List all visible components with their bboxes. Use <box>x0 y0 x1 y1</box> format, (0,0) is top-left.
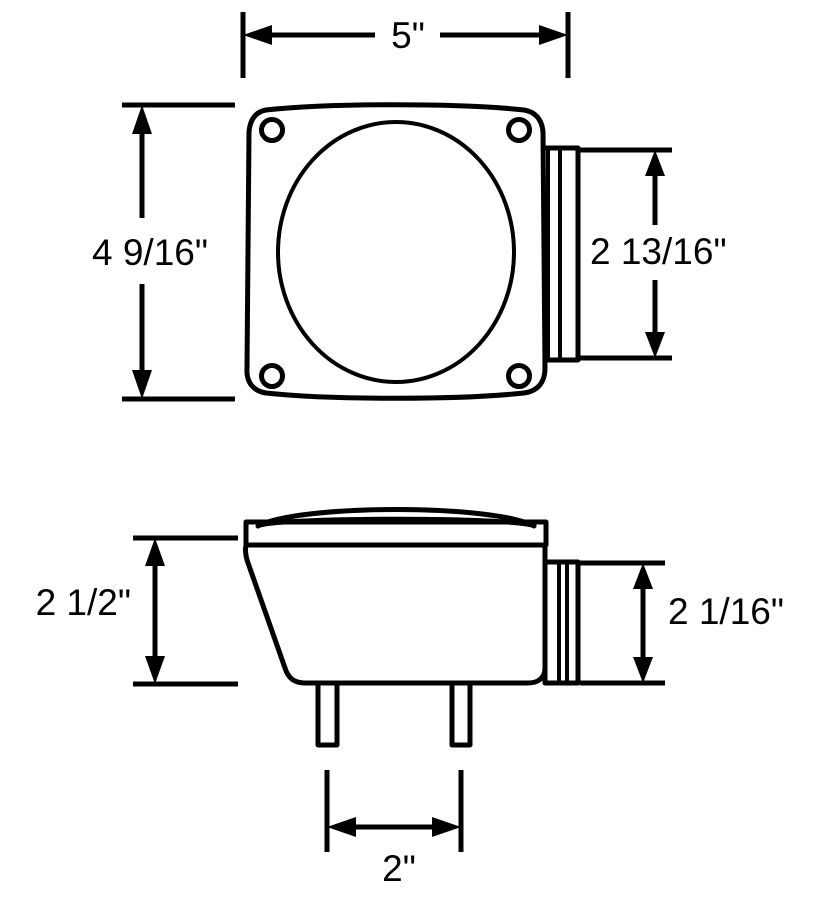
body-height-dim-label: 2 1/2" <box>36 582 131 623</box>
dimension-width: 5" <box>240 12 571 78</box>
mounting-stud-left <box>315 680 340 748</box>
mounting-hole-top-right <box>506 117 532 143</box>
mounting-hole-bottom-right <box>506 363 532 389</box>
dimension-body-height: 2 1/2" <box>36 535 238 687</box>
mounting-hole-bottom-left <box>259 363 285 389</box>
body-height-arrow-top <box>145 538 165 566</box>
top-view <box>244 102 581 401</box>
dimension-connector-height-top: 2 13/16" <box>578 147 727 361</box>
body-profile <box>243 542 548 686</box>
side-view <box>243 507 581 748</box>
conn-top-arrow-top <box>645 150 665 176</box>
conn-side-dim-label: 2 1/16" <box>668 591 784 632</box>
lens-circle <box>276 120 516 384</box>
dimension-stud-spacing: 2" <box>324 770 464 889</box>
mounting-stud-right <box>449 680 473 748</box>
height-arrow-bottom <box>132 370 152 399</box>
side-view-connector-boss <box>542 559 581 686</box>
body-height-arrow-bottom <box>145 656 165 684</box>
conn-side-arrow-bottom <box>633 657 653 683</box>
conn-side-arrow-top <box>633 563 653 589</box>
width-arrow-right <box>539 25 568 45</box>
conn-top-dim-label: 2 13/16" <box>590 231 727 272</box>
width-dim-label: 5" <box>391 15 425 56</box>
dimension-height: 4 9/16" <box>92 102 235 402</box>
width-arrow-left <box>243 25 272 45</box>
lens-rim-band <box>243 519 549 548</box>
lens-dome <box>255 507 537 529</box>
stud-spacing-arrow-right <box>432 817 461 837</box>
stud-spacing-arrow-left <box>327 817 356 837</box>
flange-outline <box>244 102 548 401</box>
conn-top-arrow-bottom <box>645 332 665 358</box>
stud-spacing-dim-label: 2" <box>382 848 416 889</box>
side-connector-boss-body <box>542 559 581 686</box>
mounting-hole-top-left <box>259 117 285 143</box>
height-dim-label: 4 9/16" <box>92 232 208 273</box>
height-arrow-top <box>132 105 152 134</box>
dimension-connector-height-side: 2 1/16" <box>580 560 784 686</box>
